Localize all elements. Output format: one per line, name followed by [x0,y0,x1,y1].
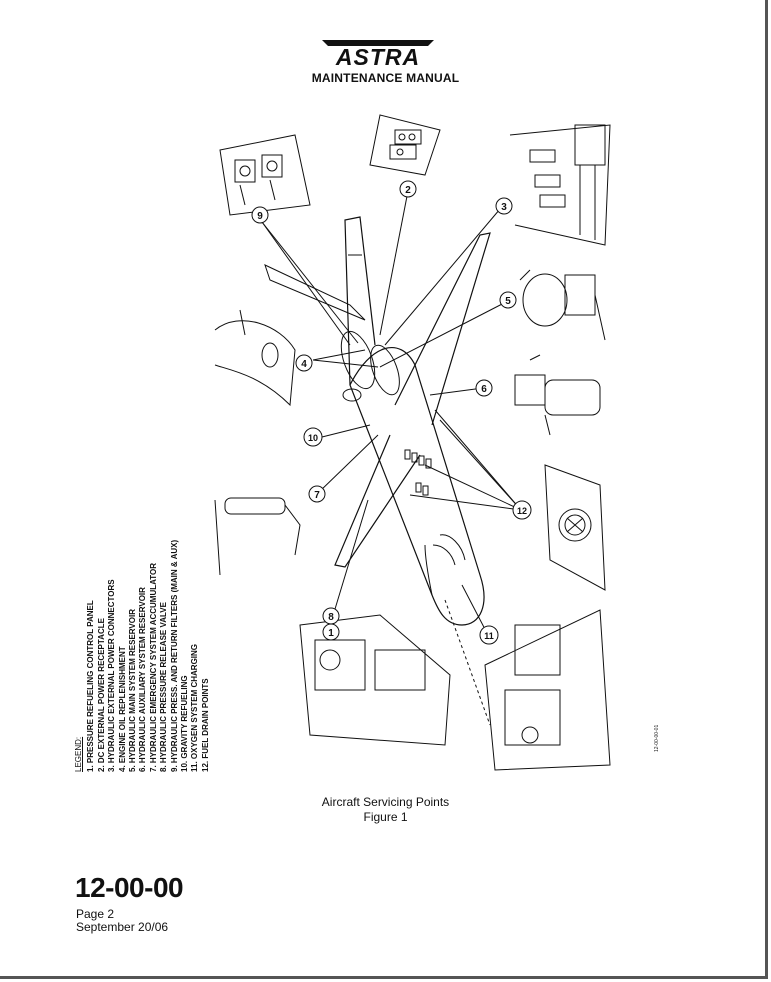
aircraft-servicing-diagram: 9 2 3 5 4 6 10 7 [214,114,611,771]
detail-inset-hydraulic-filters [219,134,311,216]
svg-text:9: 9 [257,211,263,222]
legend-item: 9. HYDRAULIC PRESS. AND RETURN FILTERS (… [169,539,179,772]
leader-lines [261,190,522,636]
callout-8: 8 [322,607,340,625]
detail-inset-dc-receptacle [369,114,441,176]
callout-4: 4 [295,354,313,372]
callout-6: 6 [475,379,493,397]
aircraft-drawing [264,216,491,726]
callout-11: 11 [479,625,499,645]
legend-item: 10. GRAVITY REFUELING [180,675,190,772]
legend-item: 11. OXYGEN SYSTEM CHARGING [190,643,200,772]
svg-text:5: 5 [505,296,511,307]
legend-item: 6. HYDRAULIC AUXILIARY SYSTEM RESERVOIR [138,587,148,772]
callout-3: 3 [495,197,513,215]
legend-item: 2. DC EXTERNAL POWER RECEPTACLE [96,618,106,772]
manual-title: MAINTENANCE MANUAL [311,71,460,85]
revision-date: September 20/06 [76,920,169,934]
callout-12: 12 [512,500,532,520]
legend-item: 1. PRESSURE REFUELING CONTROL PANEL [86,600,96,772]
section-number: 12-00-00 [75,872,184,903]
callout-5: 5 [499,291,517,309]
detail-inset-main-reservoir [519,269,606,341]
svg-text:3: 3 [501,202,507,213]
svg-text:ASTRA: ASTRA [335,44,420,68]
callout-1: 1 [322,623,340,641]
detail-inset-aux-reservoir [514,354,601,436]
figure-caption: Aircraft Servicing Points Figure 1 [0,795,771,825]
legend-item: 7. HYDRAULIC EMERGENCY SYSTEM ACCUMULATO… [148,562,158,772]
callout-7: 7 [308,485,326,503]
callout-2: 2 [399,180,417,198]
detail-inset-refueling-panel [299,614,451,746]
legend: LEGEND: 1. PRESSURE REFUELING CONTROL PA… [74,532,211,772]
detail-inset-emergency-accumulator [214,497,301,576]
page-number: Page 2 [76,907,115,921]
svg-text:2: 2 [405,185,411,196]
astra-logo: ASTRA [322,40,434,68]
detail-inset-oxygen-charging [484,609,611,771]
legend-item: 12. FUEL DRAIN POINTS [200,678,210,772]
svg-text:10: 10 [308,433,318,443]
legend-item: 8. HYDRAULIC PRESSURE RELEASE VALVE [159,602,169,772]
legend-item: 4. ENGINE OIL REPLENISHMENT [117,646,127,772]
svg-text:8: 8 [328,612,334,623]
callout-9: 9 [251,206,269,224]
detail-inset-hydraulic-connectors [509,124,611,246]
svg-text:6: 6 [481,384,487,395]
callout-10: 10 [303,427,323,447]
detail-inset-gravity-refueling [214,309,296,407]
detail-inset-fuel-drain [544,464,606,591]
legend-item: 5. HYDRAULIC MAIN SYSTEM RESERVOIR [128,609,138,772]
caption-figure-number: Figure 1 [363,810,408,824]
caption-title: Aircraft Servicing Points [321,795,450,809]
svg-text:7: 7 [314,490,320,501]
svg-text:1: 1 [328,628,334,639]
svg-text:11: 11 [484,631,494,641]
legend-item: 3. HYDRAULIC EXTERNAL POWER CONNECTORS [107,579,117,772]
svg-text:12: 12 [517,506,527,516]
svg-text:4: 4 [301,359,307,370]
figure-code: 12-00-00-01 [654,724,660,752]
legend-heading: LEGEND: [74,736,83,772]
